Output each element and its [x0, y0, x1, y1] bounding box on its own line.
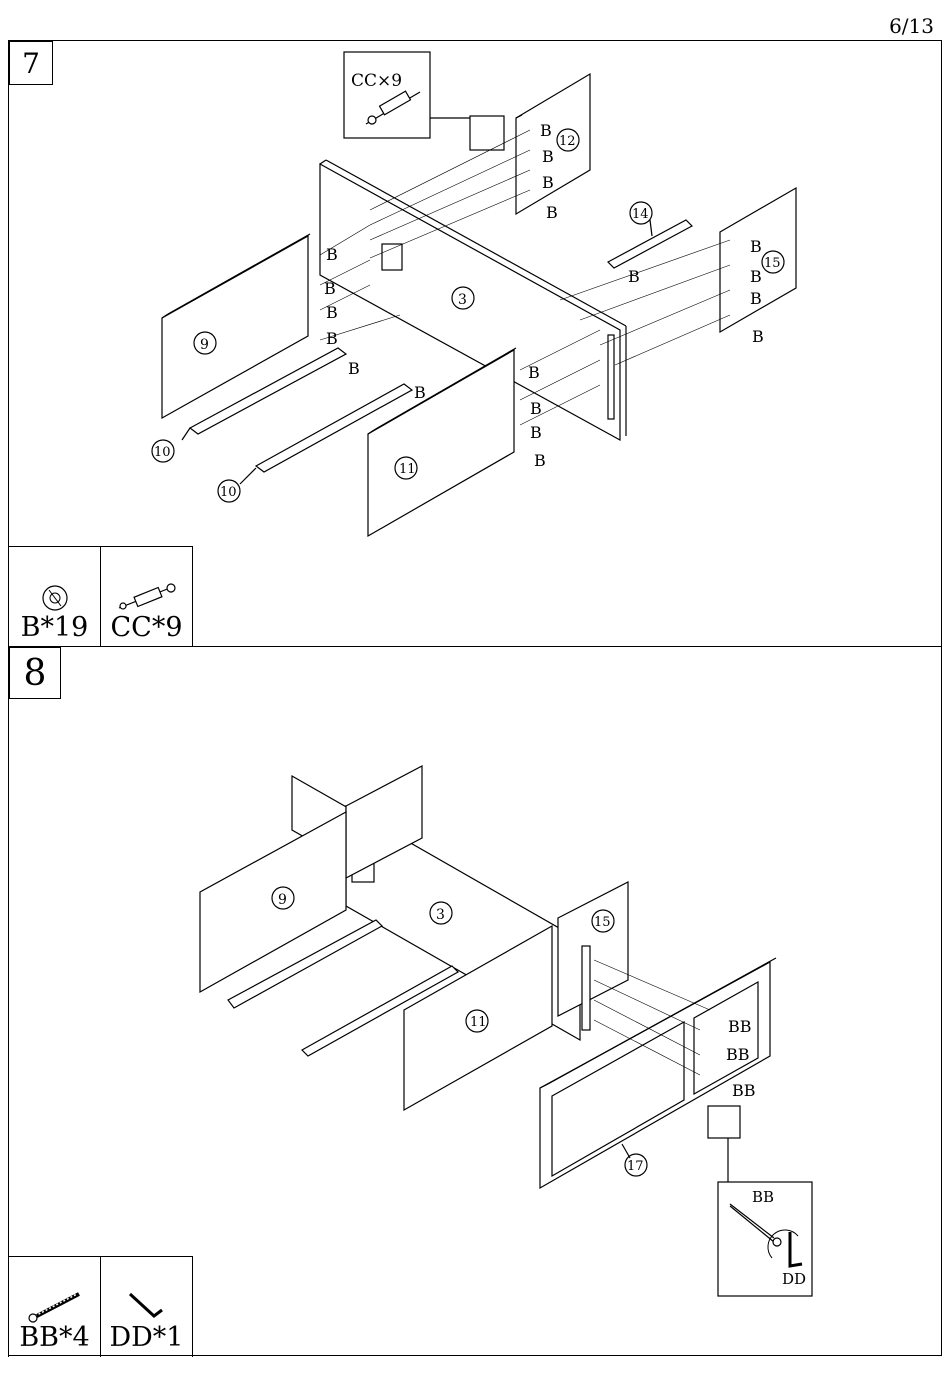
panel-9b-label: 9 — [278, 892, 287, 908]
label-bb: BB — [732, 1081, 756, 1100]
panel-11b-label: 11 — [470, 1015, 487, 1030]
rail-14 — [608, 220, 692, 268]
panel-15 — [720, 188, 796, 332]
callout-cc-label: CC×9 — [351, 71, 402, 91]
allen-key-icon — [122, 1286, 172, 1324]
panel-9 — [162, 236, 308, 418]
label-b: B — [326, 329, 338, 348]
label-b: B — [324, 279, 336, 298]
label-b: B — [534, 451, 546, 470]
step8-hardware-table: BB*4 DD*1 — [8, 1256, 193, 1357]
callout-target-box — [470, 116, 504, 150]
dowel-bolt-icon — [111, 580, 183, 614]
panel-15-b — [558, 882, 628, 1016]
rail-10a-label: 10 — [154, 445, 171, 460]
panel-11 — [368, 350, 514, 536]
label-b: B — [528, 363, 540, 382]
step-7-number: 7 — [9, 41, 53, 85]
label-b: B — [546, 203, 558, 222]
step-8-number: 8 — [9, 647, 61, 699]
detail-dd-label: DD — [782, 1270, 806, 1288]
hardware-label-cc: CC*9 — [111, 614, 183, 647]
hardware-label-bb: BB*4 — [19, 1324, 89, 1357]
hardware-item-bb: BB*4 — [8, 1257, 100, 1357]
label-bb: BB — [726, 1045, 750, 1064]
callout-cc-box — [344, 52, 430, 138]
label-b: B — [750, 289, 762, 308]
screw-icon — [23, 1286, 87, 1324]
label-b: B — [414, 383, 426, 402]
frame-17-label: 17 — [627, 1159, 644, 1174]
label-b: B — [326, 303, 338, 322]
hardware-label-b: B*19 — [21, 614, 89, 647]
label-b: B — [326, 245, 338, 264]
label-b: B — [628, 267, 640, 286]
label-b: B — [530, 423, 542, 442]
panel-11-label: 11 — [399, 462, 416, 477]
panel-12-label: 12 — [559, 134, 576, 149]
rail-10b-label: 10 — [220, 485, 237, 500]
label-b: B — [530, 399, 542, 418]
rail-14-label: 14 — [632, 207, 649, 222]
hardware-label-dd: DD*1 — [110, 1324, 184, 1357]
hardware-item-cc: CC*9 — [100, 547, 192, 647]
label-b: B — [540, 121, 552, 140]
panel-12 — [516, 74, 590, 214]
label-b: B — [348, 359, 360, 378]
cam-lock-icon — [35, 580, 75, 614]
hardware-item-dd: DD*1 — [100, 1257, 192, 1357]
hardware-item-b: B*19 — [8, 547, 100, 647]
panel-9-label: 9 — [200, 337, 209, 353]
label-b: B — [750, 237, 762, 256]
step7-diagram: CC×9 3 12 15 14 — [152, 52, 796, 536]
step8-diagram: 3 9 15 11 17 — [200, 766, 812, 1296]
label-b: B — [752, 327, 764, 346]
panel-15-label: 15 — [764, 256, 781, 271]
panel-3-label: 3 — [458, 292, 467, 308]
panel-3b-label: 3 — [436, 907, 445, 923]
detail-bb-label: BB — [752, 1188, 774, 1206]
label-bb: BB — [728, 1017, 752, 1036]
label-b: B — [542, 147, 554, 166]
label-b: B — [542, 173, 554, 192]
step7-hardware-table: B*19 CC*9 — [8, 546, 193, 647]
panel-15b-label: 15 — [594, 915, 611, 930]
detail-target-box — [708, 1106, 740, 1138]
label-b: B — [750, 267, 762, 286]
